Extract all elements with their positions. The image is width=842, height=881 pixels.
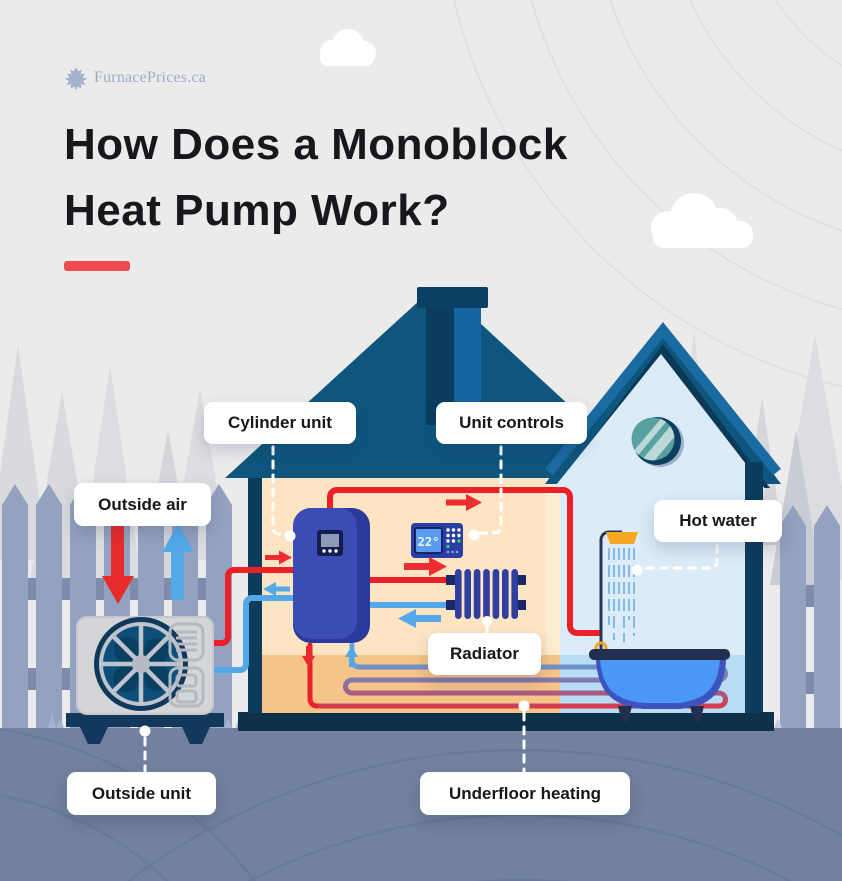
cold-pipe-outdoor bbox=[203, 595, 299, 673]
page-title: How Does a Monoblock Heat Pump Work? bbox=[64, 112, 744, 244]
title-line-2: Heat Pump Work? bbox=[64, 186, 450, 235]
cylinder-flow-arrows bbox=[302, 646, 358, 667]
callout-unit-controls: Unit controls bbox=[436, 402, 587, 444]
fan bbox=[94, 617, 188, 711]
callout-radiator: Radiator bbox=[428, 633, 541, 675]
thermostat: 22° bbox=[411, 523, 463, 558]
cool-air-up-arrow bbox=[162, 524, 194, 600]
vent-grille bbox=[168, 622, 205, 708]
outdoor-pipes bbox=[203, 567, 299, 673]
brand-logo: FurnacePrices.ca bbox=[64, 66, 206, 90]
callout-outside-air: Outside air bbox=[74, 483, 211, 526]
callout-dots bbox=[139, 529, 643, 737]
right-fence bbox=[780, 505, 840, 728]
thermostat-temperature: 22° bbox=[418, 535, 440, 549]
bathtub bbox=[589, 649, 730, 722]
hot-loop-pipe bbox=[327, 487, 602, 636]
callout-outside-unit: Outside unit bbox=[67, 772, 216, 815]
outside-air-arrows bbox=[102, 524, 194, 604]
cylinder-unit bbox=[293, 508, 370, 643]
flow-arrows bbox=[263, 494, 482, 628]
left-wall bbox=[248, 460, 262, 713]
foundation bbox=[238, 712, 774, 731]
maple-leaf-icon bbox=[65, 67, 87, 90]
outside-unit bbox=[66, 616, 224, 744]
round-window bbox=[631, 417, 684, 467]
radiator bbox=[446, 569, 526, 619]
title-line-1: How Does a Monoblock bbox=[64, 120, 568, 169]
cloud-small bbox=[320, 29, 376, 66]
callout-cylinder-unit: Cylinder unit bbox=[204, 402, 356, 444]
cloud-large bbox=[651, 193, 753, 248]
title-accent-bar bbox=[64, 261, 130, 271]
callout-underfloor-heating: Underfloor heating bbox=[420, 772, 630, 815]
callout-hot-water: Hot water bbox=[654, 500, 782, 542]
hot-pipe-outdoor bbox=[203, 567, 299, 646]
brand-name: FurnacePrices.ca bbox=[94, 69, 207, 86]
warm-air-down-arrow bbox=[102, 524, 134, 604]
callout-connectors bbox=[143, 445, 719, 773]
shower bbox=[594, 530, 638, 655]
